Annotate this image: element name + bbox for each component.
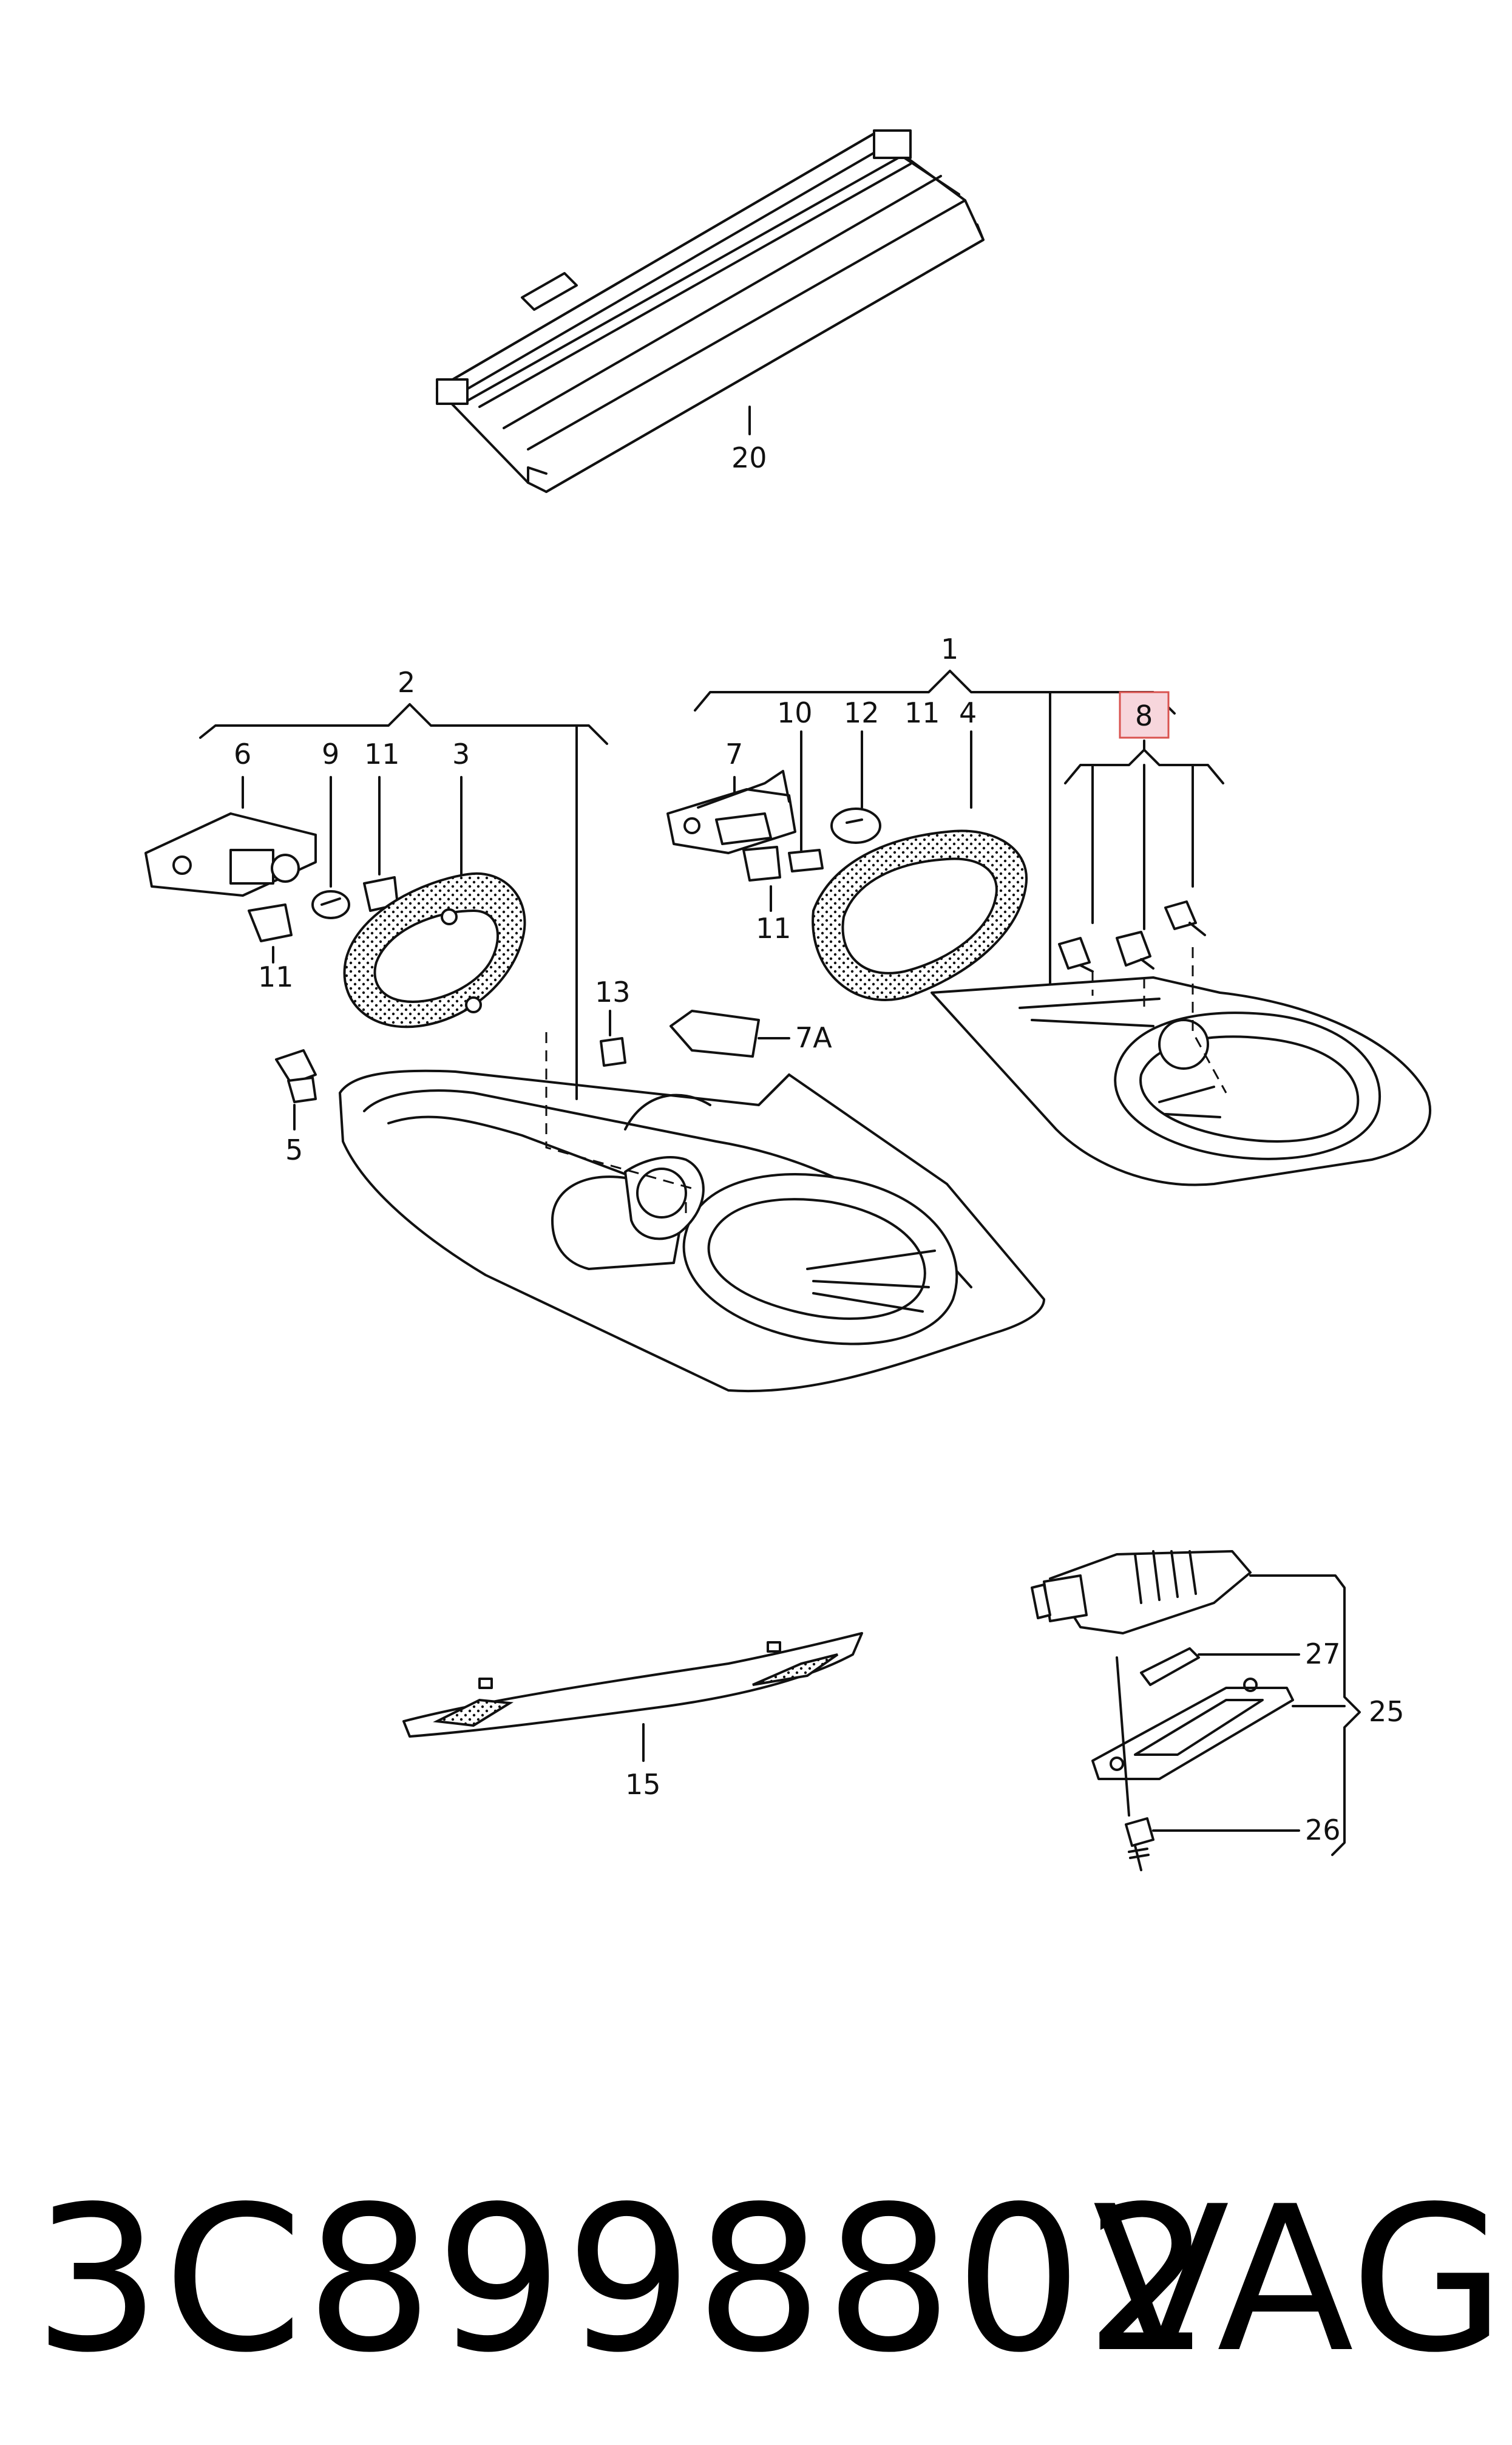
bulb-part-11-b <box>742 846 781 882</box>
callout-8-highlight <box>1119 691 1170 739</box>
screw-part-5: 5 <box>275 1049 317 1166</box>
bulb-part-27: 27 <box>1140 1637 1341 1686</box>
callout-4: 4 <box>959 696 977 729</box>
callout-3: 3 <box>452 738 470 770</box>
bulb-part-10 <box>788 849 824 872</box>
callout-6: 6 <box>234 738 251 770</box>
callout-11-left-top: 11 <box>364 738 400 770</box>
callout-26: 26 <box>1305 1814 1341 1846</box>
screw-part-8-c[interactable] <box>1164 900 1206 936</box>
callout-11-right-top: 11 <box>904 696 940 729</box>
gasket-part-3 <box>343 872 526 1029</box>
bulb-part-12 <box>830 808 881 844</box>
screw-part-26: 26 <box>1116 1656 1341 1871</box>
footer: 3C8998802 VAG <box>0 2161 1512 2416</box>
callout-7: 7 <box>725 738 743 770</box>
bulb-holder-part-7 <box>666 770 796 854</box>
callout-10: 10 <box>777 696 813 729</box>
bulb-part-9 <box>311 890 350 919</box>
callout-5: 5 <box>285 1134 303 1166</box>
brand-label: VAG <box>1093 2163 1506 2396</box>
callout-8: 8 <box>1135 699 1153 732</box>
callout-2: 2 <box>398 666 415 699</box>
callout-12: 12 <box>844 696 880 729</box>
screw-part-8-a[interactable] <box>1058 937 1094 973</box>
callout-13: 13 <box>595 976 631 1008</box>
part-number: 3C8998802 <box>33 2163 1215 2396</box>
bracket-2: 2 <box>199 666 608 745</box>
bulb-holder-part-6 <box>144 812 317 942</box>
label-part-7A: 7A <box>670 1010 832 1058</box>
license-light-group-25: 25 <box>1249 1574 1405 1856</box>
parts-diagram: 20 2 6 9 11 3 11 5 <box>144 129 1431 1871</box>
callout-11-left-bottom: 11 <box>258 961 294 993</box>
gasket-part-4 <box>812 829 1028 1001</box>
callout-27: 27 <box>1305 1637 1341 1670</box>
brake-light-part-20 <box>436 129 985 493</box>
license-light-housing <box>1031 1550 1252 1634</box>
tail-lamp-right-part-1 <box>931 947 1431 1186</box>
callout-20: 20 <box>731 441 767 474</box>
leader-20: 20 <box>731 406 767 474</box>
nut-part-13: 13 <box>595 976 631 1067</box>
tail-lamp-left-part-2 <box>339 1032 1045 1393</box>
callout-8-group[interactable]: 8 <box>1064 691 1224 930</box>
callout-25: 25 <box>1369 1695 1405 1728</box>
screw-part-8-b[interactable] <box>1116 931 1154 970</box>
license-light-lens <box>1091 1678 1346 1780</box>
callout-15: 15 <box>625 1768 661 1801</box>
callout-1: 1 <box>941 633 958 665</box>
callout-9: 9 <box>322 738 339 770</box>
callout-7A: 7A <box>795 1021 832 1054</box>
callout-11-right-bottom: 11 <box>756 912 792 945</box>
reflector-part-15: 15 <box>402 1632 863 1801</box>
